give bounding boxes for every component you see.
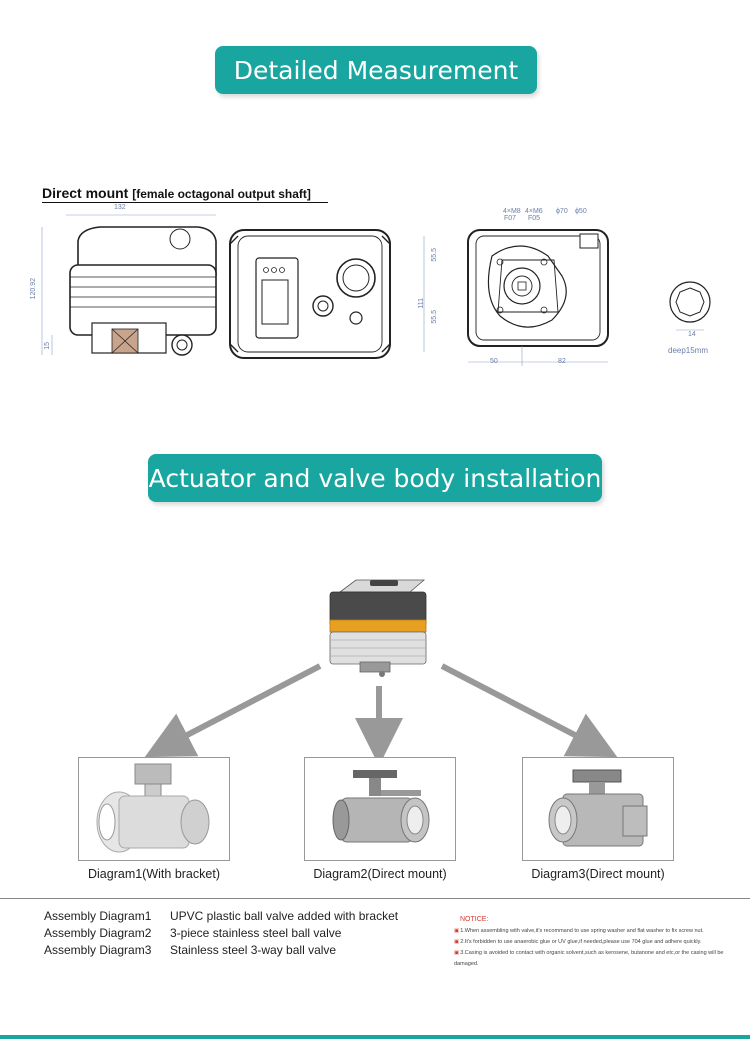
octagonal-shaft-drawing	[669, 281, 711, 331]
notice-marker-icon: ▣	[454, 928, 460, 934]
direct-mount-title: Direct mount [female octagonal output sh…	[42, 185, 311, 201]
three-way-valve-image	[548, 769, 648, 847]
assembly-desc: Stainless steel 3-way ball valve	[170, 943, 337, 957]
dim-120-92-label: 120.92	[30, 278, 37, 300]
three-piece-valve-image	[332, 770, 430, 843]
notice-text: 1.When assembling with valve,it's recomm…	[460, 928, 704, 934]
bottom-view-drawing	[467, 229, 609, 366]
notice-marker-icon: ▣	[454, 939, 460, 945]
dim-phi70-label: ϕ70	[556, 208, 568, 215]
dim-deep-label: deep15mm	[668, 346, 709, 355]
assembly-desc: 3-piece stainless steel ball valve	[170, 926, 342, 940]
dim-14-label: 14	[688, 331, 696, 338]
section-divider	[0, 898, 750, 899]
dim-82-label: 82	[558, 358, 566, 365]
notice-text: 2.It's forbidden to use anaerobic glue o…	[460, 939, 702, 945]
upvc-valve-image	[96, 763, 210, 853]
dim-15-label: 15	[44, 342, 51, 350]
dim-55-5-bottom-label: 55.5	[431, 310, 438, 324]
assembly-desc: UPVC plastic ball valve added with brack…	[170, 909, 399, 923]
dim-f07-label: F07	[504, 215, 517, 222]
assembly-name: Assembly Diagram2	[44, 926, 152, 940]
notice-title: NOTICE:	[460, 916, 489, 923]
notice-item-2: ▣2.It's forbidden to use anaerobic glue …	[454, 937, 744, 948]
assembly-row-3: Assembly Diagram3 Stainless steel 3-way b…	[44, 943, 336, 957]
dim-55-5-top-label: 55.5	[431, 248, 438, 262]
diagram3-caption: Diagram3(Direct mount)	[531, 867, 665, 881]
notice-item-3: ▣3.Casing is avoided to contact with org…	[454, 948, 744, 970]
installation-arrows	[144, 663, 618, 766]
dim-132-label: 132	[114, 204, 126, 211]
direct-mount-label: Direct mount	[42, 185, 129, 201]
notice-marker-icon: ▣	[454, 950, 460, 956]
dim-phi50-label: ϕ50	[575, 208, 587, 215]
diagram2-box	[304, 757, 456, 861]
dim-4xm6-label: 4×M6	[525, 208, 543, 215]
bottom-accent-bar	[0, 1035, 750, 1039]
diagram3-box	[522, 757, 674, 861]
top-view-drawing	[229, 229, 425, 359]
side-view-drawing	[41, 214, 217, 356]
dim-4xm8-label: 4×M8	[503, 208, 521, 215]
diagram1-box	[78, 757, 230, 861]
dim-f05-label: F05	[528, 215, 541, 222]
title-underline	[42, 202, 328, 203]
dim-50-label: 50	[490, 358, 498, 365]
section-banner-measurement: Detailed Measurement	[215, 46, 537, 94]
section-banner-installation: Actuator and valve body installation	[148, 454, 602, 502]
assembly-row-1: Assembly Diagram1 UPVC plastic ball valve…	[44, 909, 398, 923]
arrow-right-icon	[440, 663, 618, 758]
direct-mount-subtitle: [female octagonal output shaft]	[132, 187, 311, 201]
arrow-left-icon	[144, 663, 322, 758]
assembly-name: Assembly Diagram1	[44, 909, 152, 923]
notice-item-1: ▣1.When assembling with valve,it's recom…	[454, 926, 744, 937]
assembly-name: Assembly Diagram3	[44, 943, 152, 957]
assembly-row-2: Assembly Diagram2 3-piece stainless steel…	[44, 926, 341, 940]
notice-text: 3.Casing is avoided to contact with orga…	[454, 950, 724, 967]
diagram1-caption: Diagram1(With bracket)	[88, 867, 220, 881]
diagram2-caption: Diagram2(Direct mount)	[313, 867, 447, 881]
dim-111-label: 111	[418, 298, 425, 309]
actuator-illustration	[329, 579, 427, 677]
